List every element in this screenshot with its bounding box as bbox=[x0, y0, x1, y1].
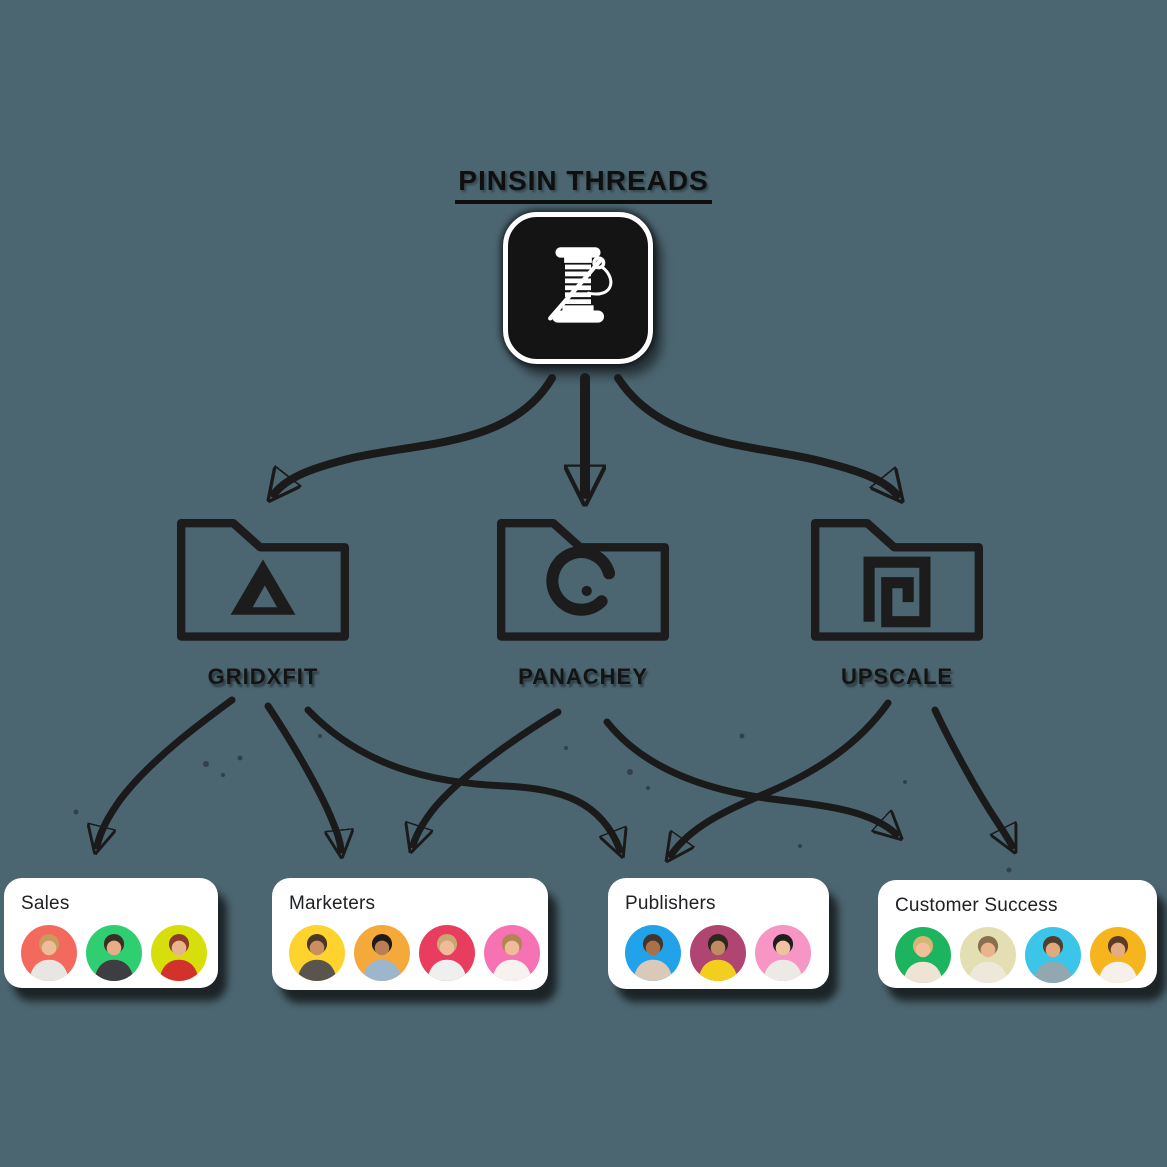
ink-speckles bbox=[73, 733, 1012, 873]
avatar-row bbox=[21, 925, 218, 981]
edge-gridxfit-publishers bbox=[304, 706, 620, 850]
folder-icon bbox=[496, 518, 670, 641]
avatar-row bbox=[895, 927, 1157, 983]
brush-circle-logo bbox=[546, 546, 616, 616]
team-card-publishers: Publishers bbox=[608, 878, 829, 989]
edge-panachey-marketers bbox=[413, 708, 562, 845]
member-avatar bbox=[690, 925, 746, 981]
member-avatar bbox=[755, 925, 811, 981]
page-title: PINSIN THREADS bbox=[0, 165, 1167, 204]
member-avatar bbox=[151, 925, 207, 981]
member-avatar bbox=[86, 925, 142, 981]
company-gridxfit: GRIDXFIT bbox=[168, 508, 358, 690]
company-label: PANACHEY bbox=[518, 664, 648, 689]
edge-gridxfit-marketers bbox=[264, 702, 341, 850]
team-card-marketers: Marketers bbox=[272, 878, 548, 990]
team-title: Customer Success bbox=[895, 895, 1058, 916]
company-label: GRIDXFIT bbox=[207, 664, 319, 689]
app-icon bbox=[503, 212, 653, 364]
thread-spool-and-needle-icon bbox=[548, 247, 613, 323]
member-avatar bbox=[1025, 927, 1081, 983]
edge-pinsin-upscale bbox=[614, 374, 897, 495]
edge-panachey-customersuccess bbox=[603, 718, 896, 834]
member-avatar bbox=[419, 925, 475, 981]
team-title: Sales bbox=[21, 893, 70, 914]
member-avatar bbox=[484, 925, 540, 981]
member-avatar bbox=[625, 925, 681, 981]
team-title: Marketers bbox=[289, 893, 376, 914]
company-label: UPSCALE bbox=[840, 664, 954, 689]
member-avatar bbox=[289, 925, 345, 981]
edge-upscale-customersuccess bbox=[931, 706, 1012, 846]
member-avatar bbox=[354, 925, 410, 981]
folder-icon bbox=[176, 518, 350, 641]
member-avatar bbox=[895, 927, 951, 983]
avatar-row bbox=[289, 925, 548, 981]
page-title-text: PINSIN THREADS bbox=[455, 165, 712, 204]
company-panachey: PANACHEY bbox=[488, 508, 678, 690]
member-avatar bbox=[21, 925, 77, 981]
edge-upscale-publishers bbox=[671, 699, 892, 855]
folder-icon bbox=[810, 518, 984, 641]
member-avatar bbox=[1090, 927, 1146, 983]
square-spiral-logo bbox=[863, 556, 931, 628]
company-upscale: UPSCALE bbox=[802, 508, 992, 690]
edge-pinsin-gridxfit bbox=[274, 374, 556, 494]
triangle-mountain-logo bbox=[230, 559, 296, 615]
avatar-row bbox=[625, 925, 829, 981]
member-avatar bbox=[960, 927, 1016, 983]
team-title: Publishers bbox=[625, 893, 716, 914]
team-card-sales: Sales bbox=[4, 878, 218, 988]
edge-gridxfit-sales bbox=[97, 696, 236, 846]
team-card-customer-success: Customer Success bbox=[878, 880, 1157, 988]
